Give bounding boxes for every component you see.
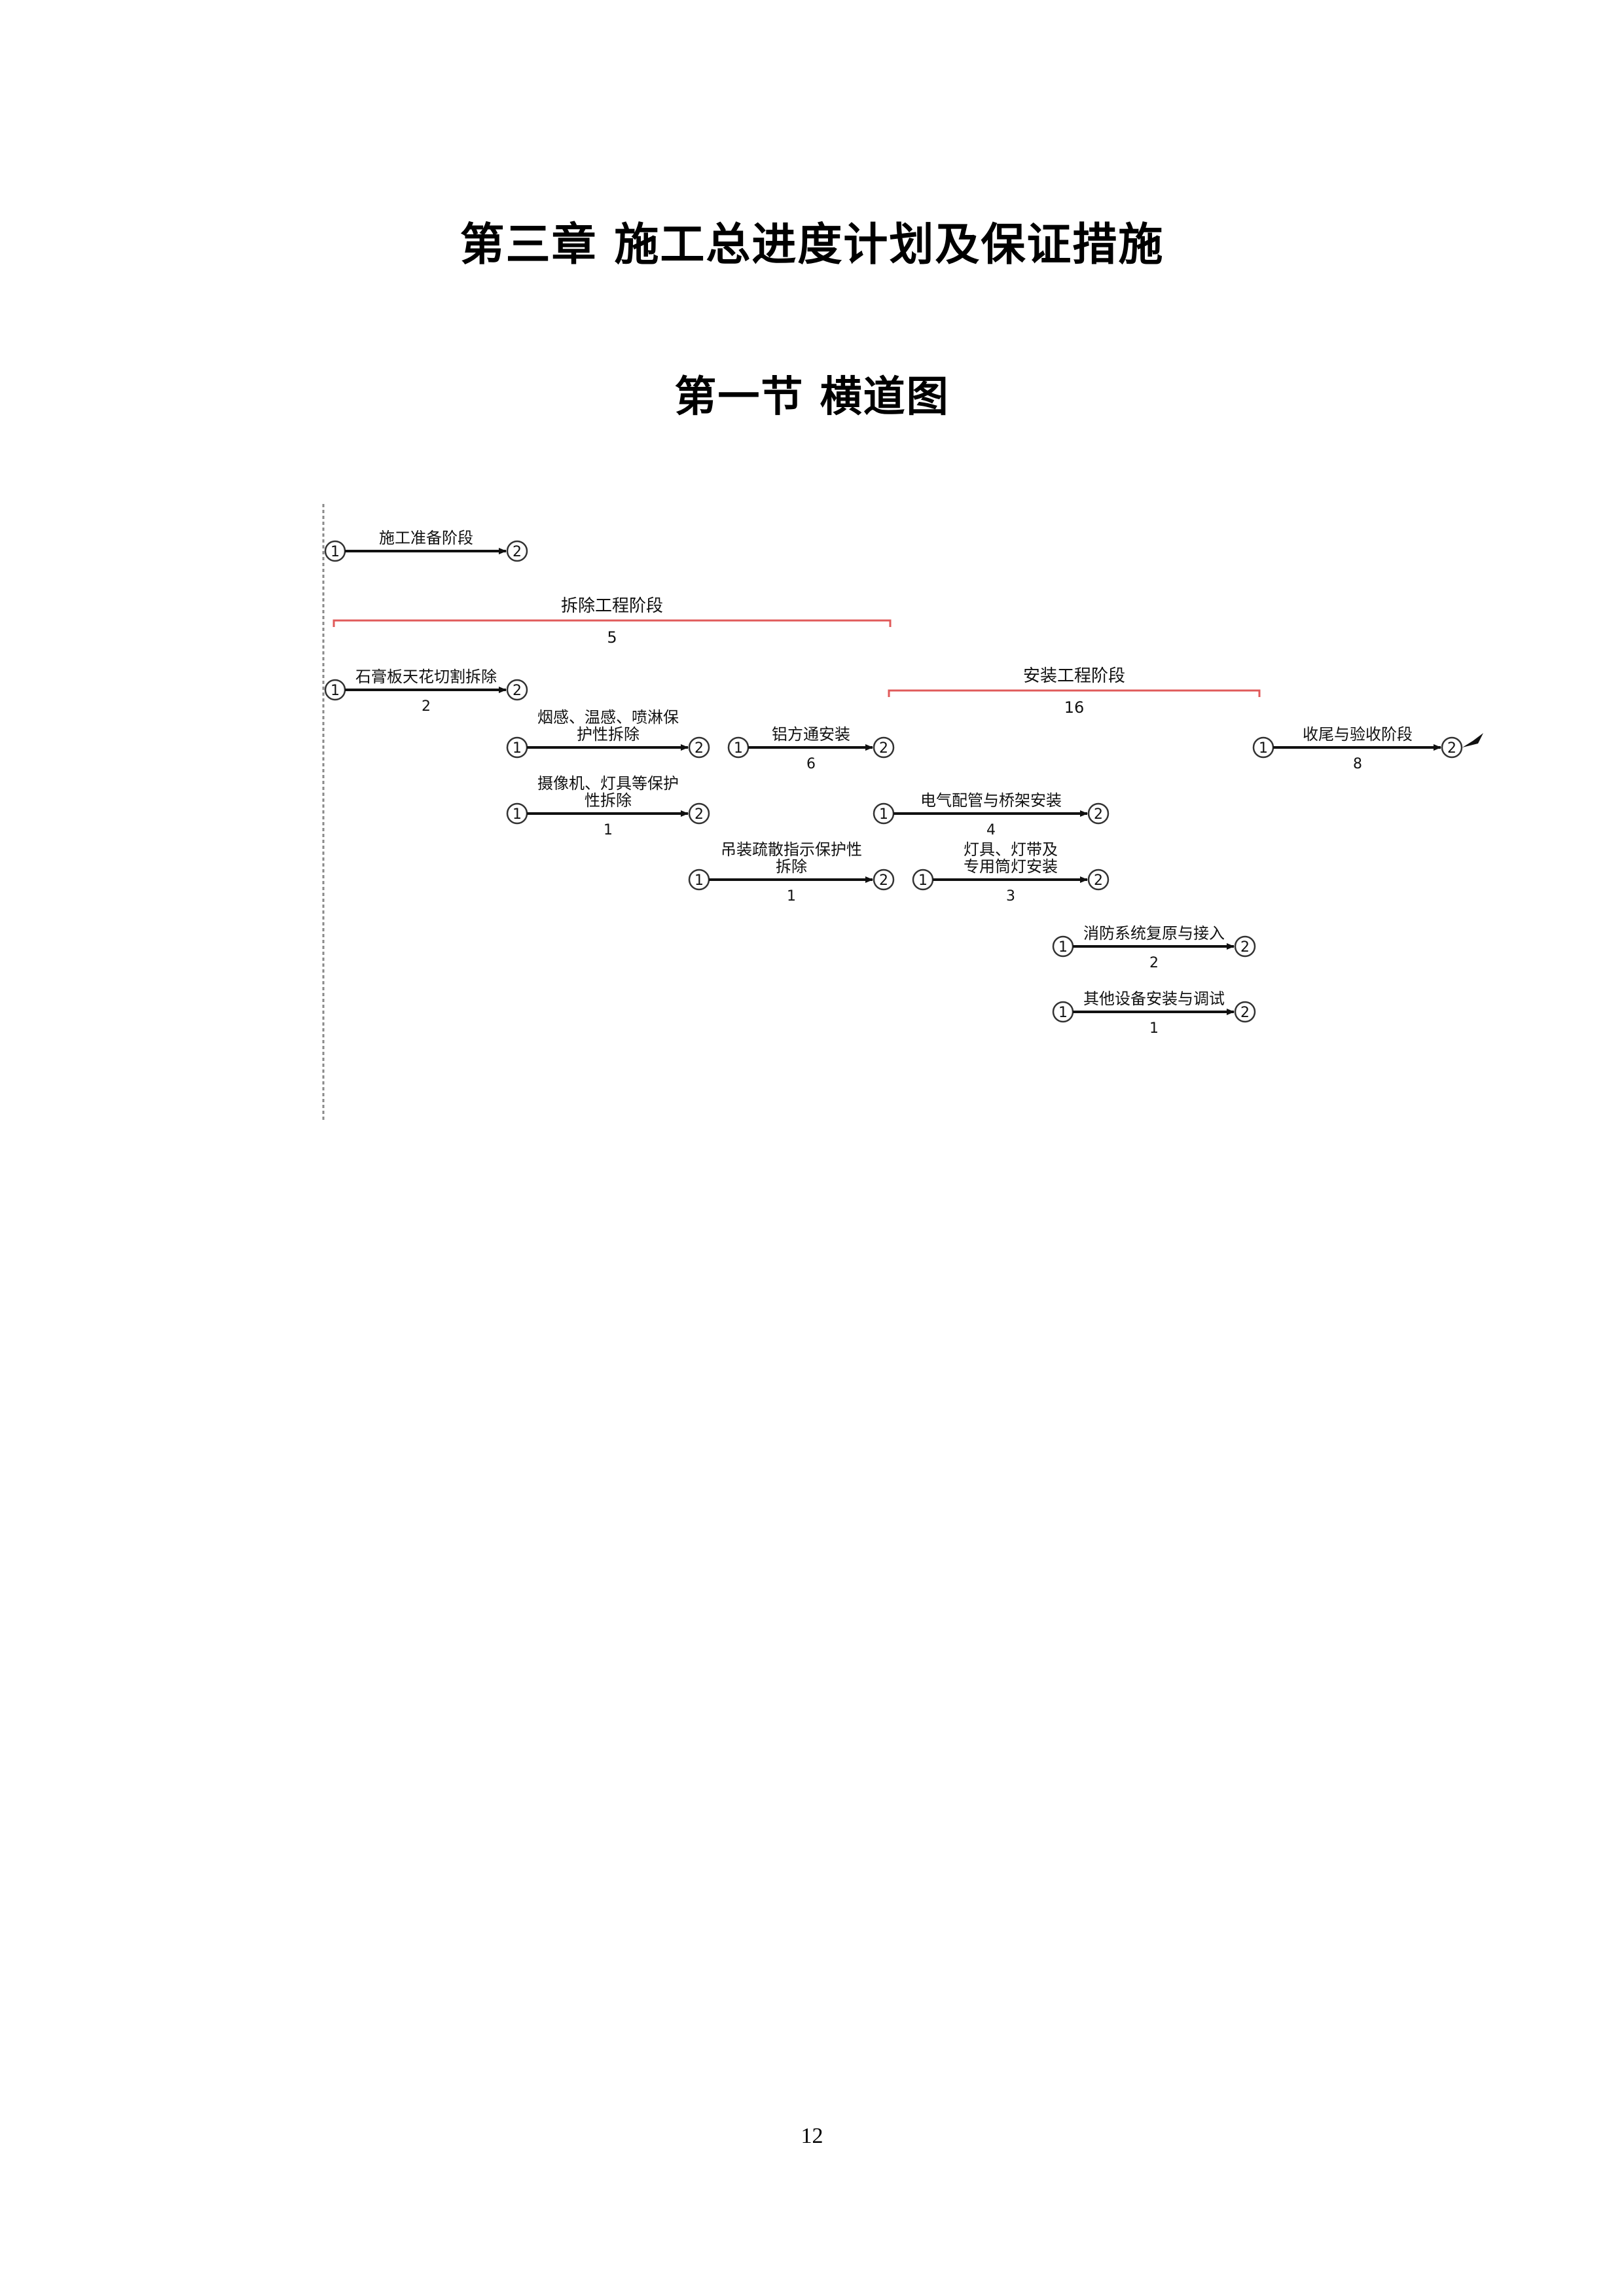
task-6-label-line-2: 拆除 — [776, 857, 807, 876]
end-flag-icon — [1462, 733, 1483, 747]
task-4-start-node-number: 1 — [513, 806, 522, 823]
task-8-label-line-1: 灯具、灯带及 — [964, 840, 1058, 859]
task-4-label-line-1: 摄像机、灯具等保护 — [537, 774, 679, 793]
task-2-start-node-number: 1 — [331, 683, 340, 699]
task-9-end-node-circle — [1234, 935, 1256, 958]
section-title: 第一节 横道图 — [674, 372, 950, 422]
task-8-end-node-number: 2 — [1094, 872, 1103, 889]
task-4-end-node-circle — [688, 802, 710, 825]
task-3-end-node-number: 2 — [695, 740, 704, 757]
task-2-label-line-1: 石膏板天花切割拆除 — [355, 668, 497, 686]
task-3-start-node-number: 1 — [513, 740, 522, 757]
task-10-end-node-circle — [1234, 1001, 1256, 1023]
phase-name-1: 拆除工程阶段 — [561, 596, 663, 616]
task-5-duration: 6 — [806, 756, 816, 772]
task-6-end-node-circle — [873, 869, 895, 891]
task-6-duration: 1 — [787, 888, 796, 905]
task-8-label-line-2: 专用筒灯安装 — [964, 857, 1058, 876]
task-6-start-node-number: 1 — [695, 872, 704, 889]
task-4-end-node-number: 2 — [695, 806, 704, 823]
phase-duration-1: 5 — [607, 628, 617, 647]
task-10-end-node-number: 2 — [1240, 1005, 1250, 1021]
task-5-start-node-number: 1 — [734, 740, 743, 757]
task-11-label-line-1: 收尾与验收阶段 — [1303, 725, 1413, 744]
task-6-end-node-number: 2 — [879, 872, 888, 889]
task-4-duration: 1 — [604, 822, 613, 838]
task-5-end-node-circle — [873, 736, 895, 759]
task-4-label-line-2: 性拆除 — [585, 791, 632, 810]
task-8-start-node-number: 1 — [918, 872, 928, 889]
phase-duration-2: 16 — [1064, 698, 1085, 717]
task-7-end-node-number: 2 — [1094, 806, 1103, 823]
task-3-label-line-1: 烟感、温感、喷淋保 — [537, 708, 679, 726]
task-5-label-line-1: 铝方通安装 — [772, 725, 850, 744]
task-7-end-node-circle — [1087, 802, 1110, 825]
task-3-label-line-2: 护性拆除 — [577, 725, 640, 744]
task-1-label-line-1: 施工准备阶段 — [379, 529, 473, 547]
task-11-end-node-number: 2 — [1447, 740, 1456, 757]
task-8-duration: 3 — [1006, 888, 1015, 905]
task-8-end-node-circle — [1087, 869, 1110, 891]
task-7-start-node-number: 1 — [879, 806, 888, 823]
task-11-start-node-number: 1 — [1259, 740, 1268, 757]
task-1-start-node-number: 1 — [331, 544, 340, 560]
task-10-duration: 1 — [1149, 1020, 1159, 1037]
task-5-end-node-number: 2 — [879, 740, 888, 757]
task-1-end-node-circle — [506, 540, 528, 562]
task-2-end-node-number: 2 — [513, 683, 522, 699]
task-10-label-line-1: 其他设备安装与调试 — [1083, 990, 1225, 1008]
chapter-title: 第三章 施工总进度计划及保证措施 — [460, 219, 1164, 271]
task-7-label-line-1: 电气配管与桥架安装 — [920, 791, 1062, 810]
task-1-end-node-number: 2 — [513, 544, 522, 560]
task-6-label-line-1: 吊装疏散指示保护性 — [721, 840, 862, 859]
task-9-label-line-1: 消防系统复原与接入 — [1083, 924, 1225, 942]
task-9-start-node-number: 1 — [1058, 939, 1068, 956]
phase-bracket-1 — [333, 619, 892, 627]
task-11-duration: 8 — [1353, 756, 1362, 772]
phase-bracket-2 — [888, 689, 1261, 697]
task-9-duration: 2 — [1149, 955, 1159, 971]
task-7-duration: 4 — [986, 822, 996, 838]
phase-name-2: 安装工程阶段 — [1023, 666, 1125, 686]
task-10-start-node-number: 1 — [1058, 1005, 1068, 1021]
task-3-end-node-circle — [688, 736, 710, 759]
page-number: 12 — [801, 2124, 823, 2148]
task-11-end-node-circle — [1441, 736, 1463, 759]
task-2-duration: 2 — [422, 698, 431, 715]
task-2-end-node-circle — [506, 679, 528, 701]
task-9-end-node-number: 2 — [1240, 939, 1250, 956]
